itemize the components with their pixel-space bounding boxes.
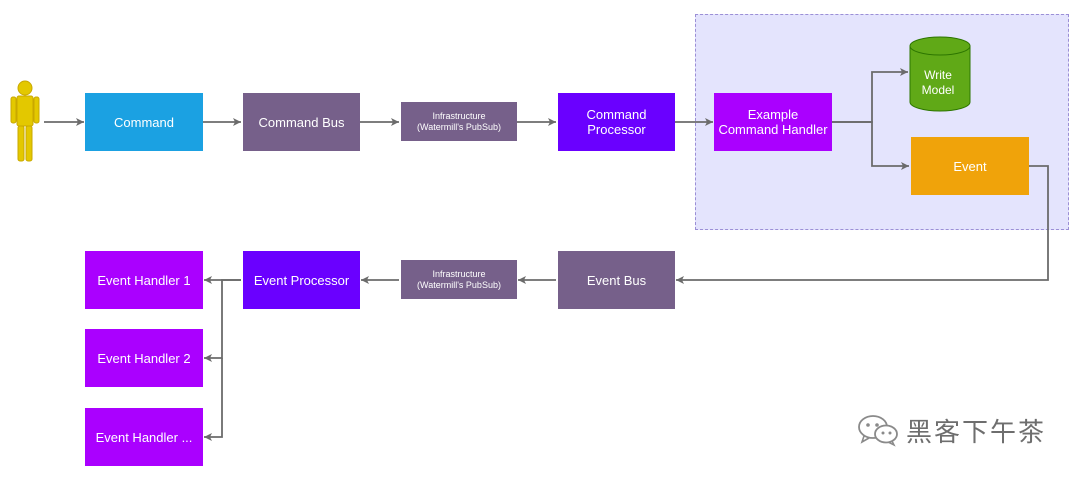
command-processor-node: Command Processor	[558, 93, 675, 151]
event-handler-2-node: Event Handler 2	[85, 329, 203, 387]
event-processor-node: Event Processor	[243, 251, 360, 309]
arrow-handler-event	[832, 121, 909, 170]
command-node: Command	[85, 93, 203, 151]
infrastructure-bottom-node: Infrastructure (Watermill's PubSub)	[401, 260, 517, 299]
arrow-eventprocessor-handlern	[204, 358, 223, 441]
example-command-handler-node: Example Command Handler	[714, 93, 832, 151]
cylinder-icon	[909, 36, 971, 112]
wechat-icon	[858, 415, 898, 447]
watermark-text: 黑客下午茶	[906, 417, 1047, 448]
arrow-event-eventbus	[676, 165, 1049, 284]
infrastructure-top-node: Infrastructure (Watermill's PubSub)	[401, 102, 517, 141]
event-handler-1-node: Event Handler 1	[85, 251, 203, 309]
write-model-label: Write Model	[921, 68, 955, 97]
event-bus-node: Event Bus	[558, 251, 675, 309]
event-node: Event	[911, 137, 1029, 195]
event-handler-n-node: Event Handler ...	[85, 408, 203, 466]
arrow-handler-writemodel	[832, 68, 908, 123]
arrow-eventprocessor-handler2	[204, 279, 241, 362]
watermark: 黑客下午茶	[856, 412, 1046, 448]
command-bus-node: Command Bus	[243, 93, 360, 151]
person-icon	[10, 80, 40, 162]
connectors	[44, 68, 1049, 441]
